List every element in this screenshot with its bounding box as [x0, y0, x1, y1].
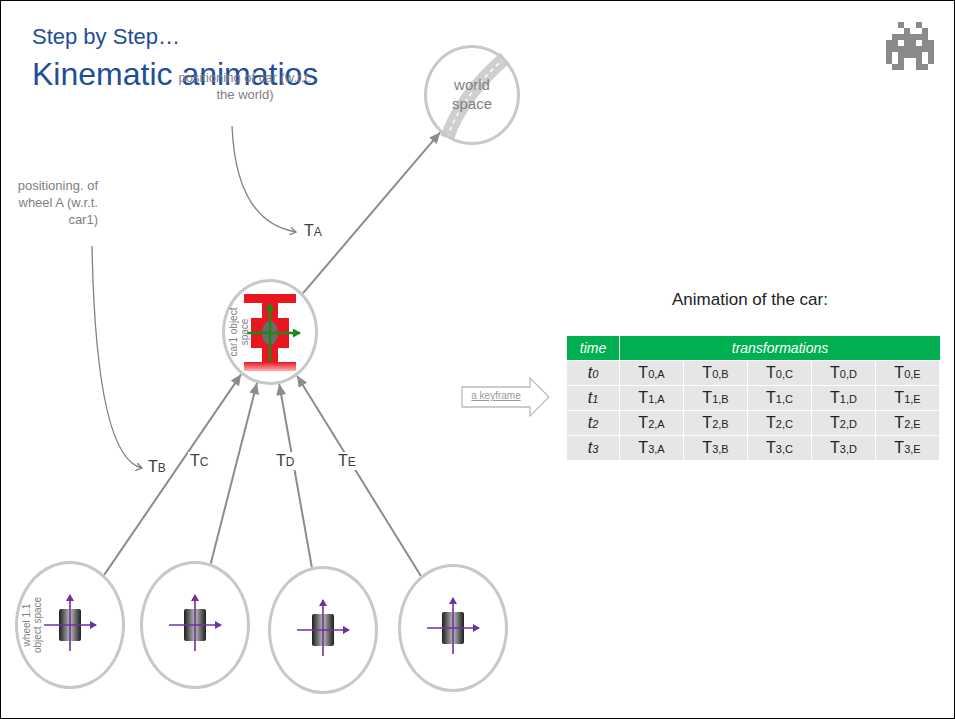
transform-name: T0,B — [684, 364, 747, 382]
wheel-figure — [427, 598, 479, 654]
transform-name: T1,C — [748, 389, 811, 407]
time-value: t3 — [567, 439, 619, 457]
transform-name: T2,E — [876, 414, 939, 432]
transform-label: TE — [336, 452, 358, 470]
transform-cell: T3,A — [620, 436, 684, 460]
transform-arrow — [211, 383, 259, 564]
time-cell: t0 — [567, 361, 620, 385]
transform-cell: T2,D — [812, 411, 876, 435]
transform-label: TC — [188, 452, 210, 470]
keyframe-note: a keyframe — [464, 390, 528, 401]
transform-label-text: TE — [338, 452, 356, 470]
transform-label-text: TC — [190, 452, 208, 470]
transform-cell: T2,C — [748, 411, 812, 435]
transform-name: T3,A — [620, 439, 683, 457]
transform-name: T1,A — [620, 389, 683, 407]
space-label: car1 object space — [228, 299, 250, 365]
transform-name: T0,A — [620, 364, 683, 382]
car-figure — [244, 294, 300, 371]
transform-name: T3,D — [812, 439, 875, 457]
transform-cell: T0,D — [812, 361, 876, 385]
transform-cell: T2,E — [876, 411, 940, 435]
transform-cell: T1,E — [876, 386, 940, 410]
wheel-figure — [169, 595, 221, 651]
transform-label-text: TD — [276, 452, 294, 470]
space-label: world space — [433, 76, 511, 114]
transform-name: T1,D — [812, 389, 875, 407]
space-label: wheel 1.1 object space — [21, 592, 43, 658]
time-value: t0 — [567, 364, 619, 382]
transform-arrow — [104, 374, 241, 575]
time-value: t2 — [567, 414, 619, 432]
transform-label: TB — [146, 458, 168, 476]
transform-name: T2,B — [684, 414, 747, 432]
transform-label-text: TB — [148, 458, 166, 476]
annotation: positioning of car (w.r.t. the world) — [172, 70, 318, 104]
transform-arrow — [276, 384, 312, 567]
space-circle — [268, 566, 378, 694]
transform-label-text: TA — [304, 222, 322, 240]
slide-subtitle: Step by Step… — [32, 24, 180, 50]
space-circle — [398, 564, 508, 692]
transform-name: T2,C — [748, 414, 811, 432]
transform-label: TA — [302, 222, 324, 240]
space-circle: wheel 1.1 object space — [15, 561, 125, 689]
annotation: Animation of the car: — [672, 290, 828, 310]
transform-cell: T0,E — [876, 361, 940, 385]
space-circle: world space — [424, 45, 520, 145]
space-circle — [140, 561, 250, 689]
callout-curve — [92, 246, 142, 468]
invader-icon — [886, 22, 934, 70]
time-value: t1 — [567, 389, 619, 407]
transform-cell: T3,B — [684, 436, 748, 460]
callout-curve — [232, 126, 296, 232]
time-cell: t3 — [567, 436, 620, 460]
transform-cell: T2,B — [684, 411, 748, 435]
transform-cell: T3,D — [812, 436, 876, 460]
transform-cell: T0,B — [684, 361, 748, 385]
transform-name: T0,D — [812, 364, 875, 382]
transform-name: T2,A — [620, 414, 683, 432]
transform-cell: T1,B — [684, 386, 748, 410]
transform-name: T3,B — [684, 439, 747, 457]
transform-cell: T3,C — [748, 436, 812, 460]
transform-cell: T0,A — [620, 361, 684, 385]
transform-name: T0,E — [876, 364, 939, 382]
wheel-figure — [297, 600, 349, 656]
transform-arrow — [297, 376, 421, 576]
transform-name: T0,C — [748, 364, 811, 382]
transform-label: TD — [274, 452, 296, 470]
transform-cell: T1,D — [812, 386, 876, 410]
transform-cell: T1,A — [620, 386, 684, 410]
transform-arrow — [303, 132, 440, 293]
transform-name: T3,C — [748, 439, 811, 457]
transform-cell: T0,C — [748, 361, 812, 385]
keyframe-arrow — [462, 378, 549, 416]
time-cell: t2 — [567, 411, 620, 435]
wheel-figure — [44, 595, 96, 651]
space-circle: car1 object space — [222, 279, 318, 385]
annotation: positioning. of wheel A (w.r.t. car1) — [8, 178, 98, 229]
transform-cell: T1,C — [748, 386, 812, 410]
transform-name: T1,B — [684, 389, 747, 407]
table-header: transformations — [620, 336, 940, 360]
transform-name: T2,D — [812, 414, 875, 432]
transform-cell: T2,A — [620, 411, 684, 435]
transform-name: T3,E — [876, 439, 939, 457]
transform-name: T1,E — [876, 389, 939, 407]
time-cell: t1 — [567, 386, 620, 410]
table-header: time — [567, 336, 620, 360]
transform-cell: T3,E — [876, 436, 940, 460]
